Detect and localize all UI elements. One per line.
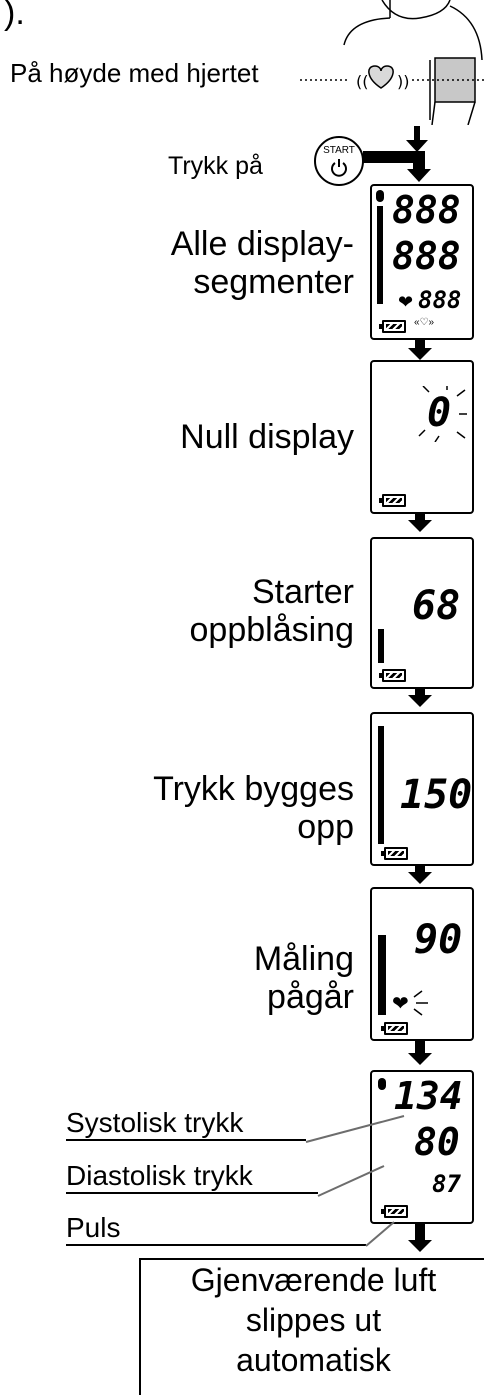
bluetooth-icon (376, 190, 384, 202)
step-label-line: Måling (253, 940, 354, 978)
diastolic-value: 80 (414, 1120, 460, 1164)
inflating-value: 68 (412, 583, 461, 629)
svg-text:)): )) (397, 72, 409, 91)
arrow-down-icon (408, 1053, 432, 1065)
step-label-line: oppblåsing (189, 611, 354, 649)
step-label-line: opp (297, 808, 354, 846)
step-label-line: pågår (267, 978, 354, 1016)
step-label-line: Null display (180, 418, 354, 456)
final-note-line: automatisk (236, 1342, 391, 1378)
systolic-label: Systolisk trykk (66, 1107, 306, 1141)
battery-icon (379, 320, 406, 333)
step-label-line: segmenter (193, 263, 354, 301)
press-label: Trykk på (168, 152, 263, 180)
lcd-inflating: 68 (370, 537, 474, 689)
step-label-line: Trykk bygges (153, 770, 354, 808)
blink-rays (418, 386, 467, 442)
arrow-down-icon (408, 520, 432, 532)
arrow-down-icon (408, 872, 432, 884)
stray-text: ). (4, 0, 25, 32)
leader-lines (305, 1115, 405, 1247)
arrow-down-icon (414, 126, 420, 140)
measuring-value: 90 (414, 917, 463, 963)
arrow-down-icon (415, 864, 425, 874)
connector-line (363, 151, 425, 163)
battery-icon (379, 669, 406, 682)
arrow-down-icon (406, 140, 428, 152)
arrow-down-icon (408, 695, 432, 707)
bluetooth-icon (378, 1078, 386, 1090)
step-label-line: Starter (251, 573, 354, 611)
start-button-icon: START (314, 136, 364, 186)
step-label-all-segments: Alle display- segmenter (171, 225, 354, 301)
pulse-value: 87 (432, 1170, 461, 1198)
lcd-all-segments: 888 888 ❤ 888 «♡» (370, 184, 474, 340)
step-label-inflating: Starter oppblåsing (190, 573, 354, 649)
cuff-heart-icon: «♡» (414, 317, 435, 328)
pressure-bar (378, 726, 384, 844)
heart-icon: ❤ (392, 993, 409, 1015)
arrow-down-icon (415, 1224, 425, 1242)
segments-row-2: 888 (392, 234, 461, 278)
lcd-result: 134 80 87 (370, 1070, 474, 1224)
start-text: START (323, 145, 355, 156)
lcd-building: 150 (370, 712, 474, 866)
torso-cuff-illustration: (( )) (300, 0, 484, 125)
systolic-value: 134 (394, 1074, 463, 1118)
building-value: 150 (400, 772, 473, 818)
connector-line (413, 151, 425, 171)
arrow-down-icon (415, 338, 425, 350)
arrow-down-icon (408, 1240, 432, 1252)
pressure-bar (378, 935, 386, 1015)
pulse-label: Puls (66, 1212, 366, 1246)
arrow-down-icon (407, 169, 431, 182)
step-label-building: Trykk bygges opp (153, 770, 354, 846)
pressure-bar (378, 629, 384, 663)
pressure-bar (377, 206, 383, 304)
zero-value: 0 (427, 390, 452, 436)
battery-icon (381, 1022, 408, 1035)
final-note-box: Gjenværende luft slippes ut automatisk (139, 1258, 484, 1395)
arrow-down-icon (415, 1039, 425, 1055)
power-icon (331, 159, 347, 177)
step-label-zero: Null display (180, 418, 354, 456)
svg-text:((: (( (356, 72, 368, 91)
battery-icon (381, 1205, 408, 1218)
lcd-measuring: 90 ❤ (370, 887, 474, 1041)
step-label-measuring: Måling pågår (254, 940, 354, 1016)
arrow-down-icon (408, 348, 432, 360)
battery-icon (379, 494, 406, 507)
arrow-down-icon (415, 512, 425, 522)
final-note-line: slippes ut (245, 1302, 382, 1338)
final-note-line: Gjenværende luft (190, 1262, 437, 1298)
diastolic-label: Diastolisk trykk (66, 1160, 318, 1194)
heart-icon: ❤ (398, 292, 414, 312)
arrow-down-icon (415, 687, 425, 697)
battery-icon (381, 847, 408, 860)
blink-rays (413, 990, 428, 1016)
lcd-zero: 0 (370, 360, 474, 514)
segments-row-3: 888 (418, 286, 462, 314)
step-label-line: Alle display- (170, 225, 354, 263)
heart-level-label: På høyde med hjertet (10, 58, 259, 88)
segments-row-1: 888 (392, 188, 461, 232)
